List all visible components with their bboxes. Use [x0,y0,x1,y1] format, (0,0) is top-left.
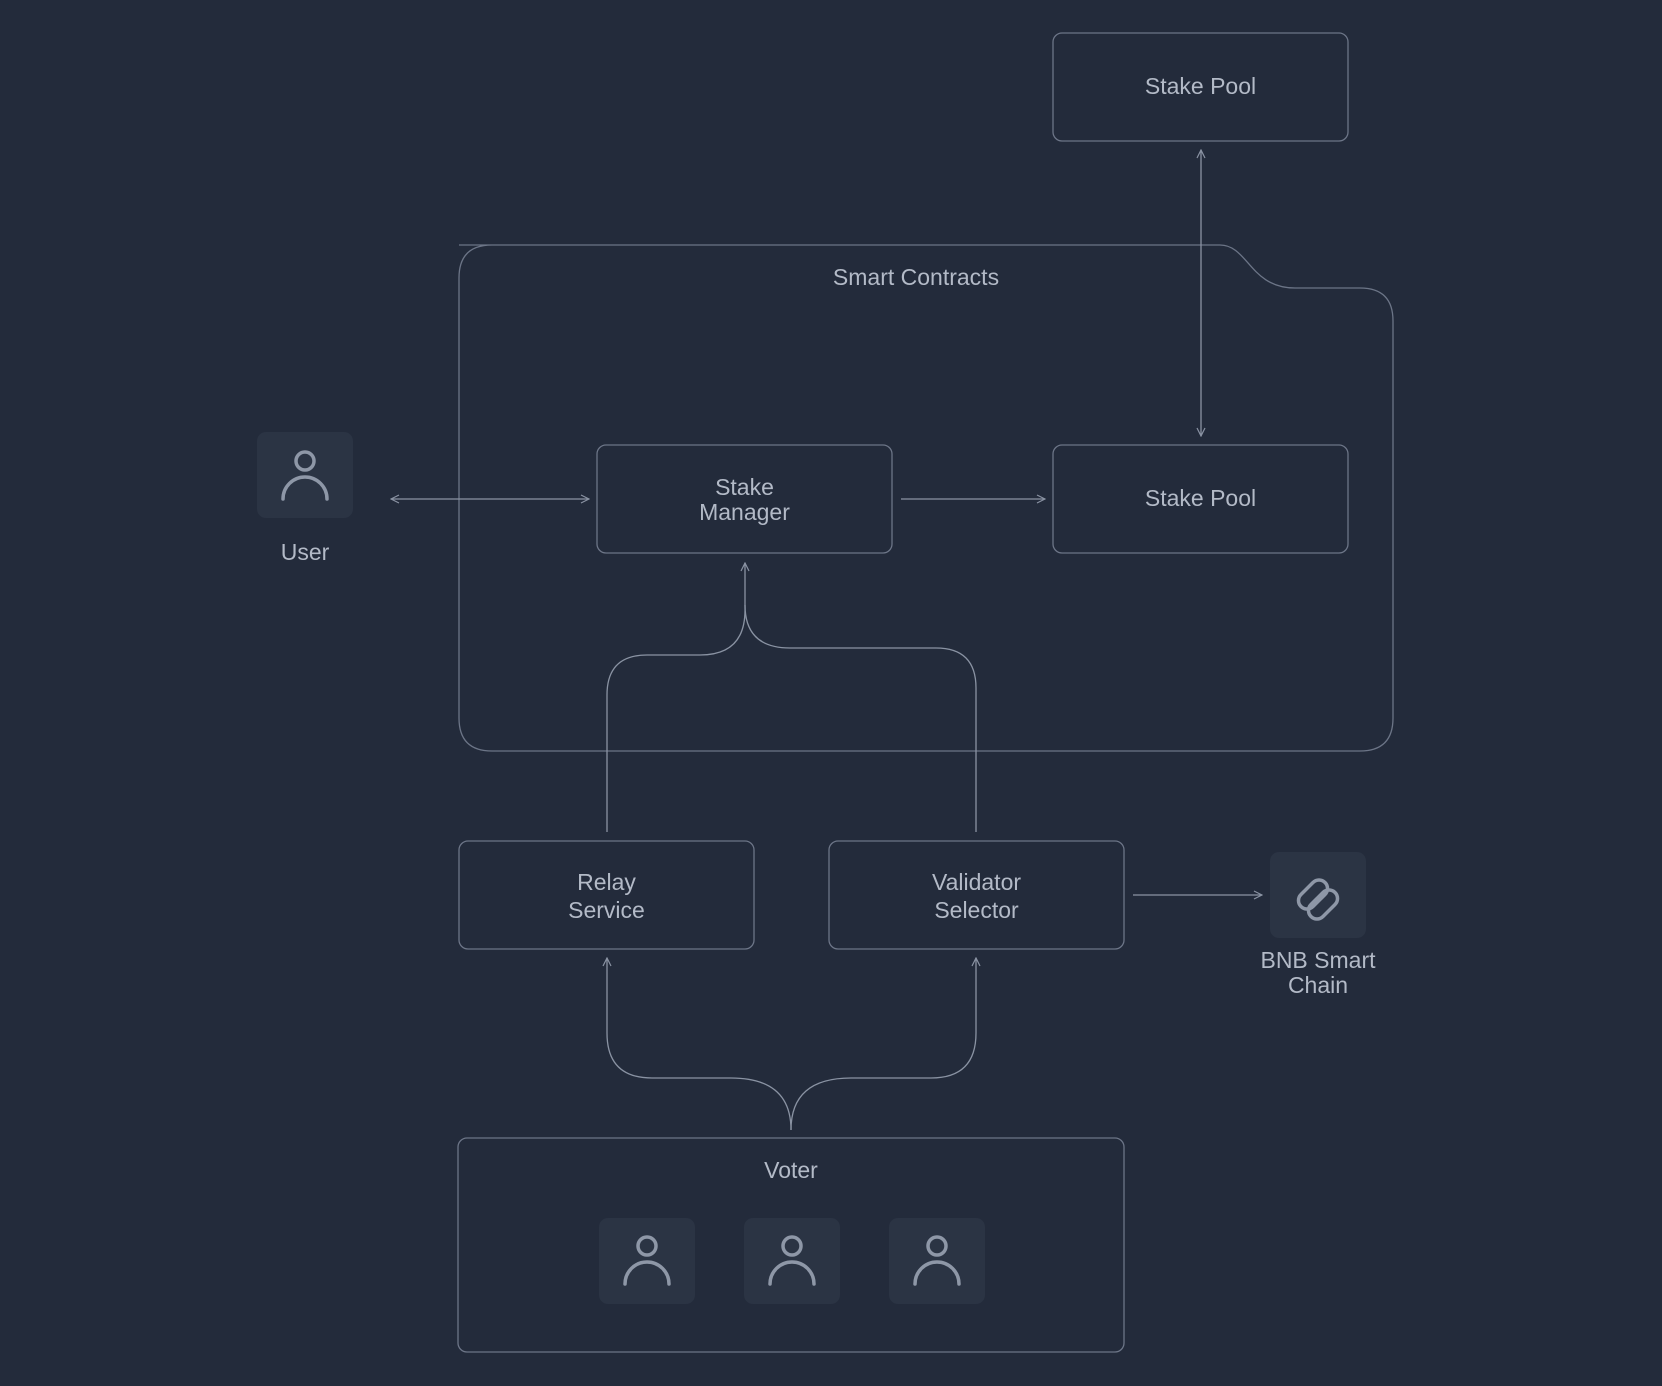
user-label: User [280,539,330,565]
validator-branch-connector [744,604,977,832]
bnb-chain-label: BNB Smart Chain [1260,947,1376,998]
voter-to-relay-connector [607,958,792,1131]
validator-selector-box[interactable] [828,840,1125,950]
user-icon [281,450,329,501]
stake-manager-label: Stake Manager [699,474,790,525]
smart-contracts-container [458,244,1394,752]
voter-3-user-icon [913,1235,961,1286]
voter-2-user-icon [768,1235,816,1286]
stake-manager-box[interactable] [596,444,893,554]
relay-service-box[interactable] [458,840,755,950]
bnb-chain-icon-tile[interactable] [1270,852,1366,938]
internal-stake-pool-label: Stake Pool [1144,485,1257,511]
services-to-stake-manager-connector [606,563,745,832]
voter-1-user-icon [623,1235,671,1286]
internal-stake-pool-box[interactable] [1052,444,1349,554]
validator-selector-label: Validator Selector [931,869,1022,923]
voter-to-validator-connector [790,958,976,1131]
relay-service-label: Relay Service [568,869,645,923]
voter-label: Voter [764,1157,818,1183]
external-stake-pool-box[interactable] [1052,32,1349,142]
link-icon [1296,878,1340,921]
user-icon-tile[interactable] [257,432,353,518]
external-stake-pool-label: Stake Pool [1144,73,1257,99]
smart-contracts-label: Smart Contracts [832,264,1000,290]
